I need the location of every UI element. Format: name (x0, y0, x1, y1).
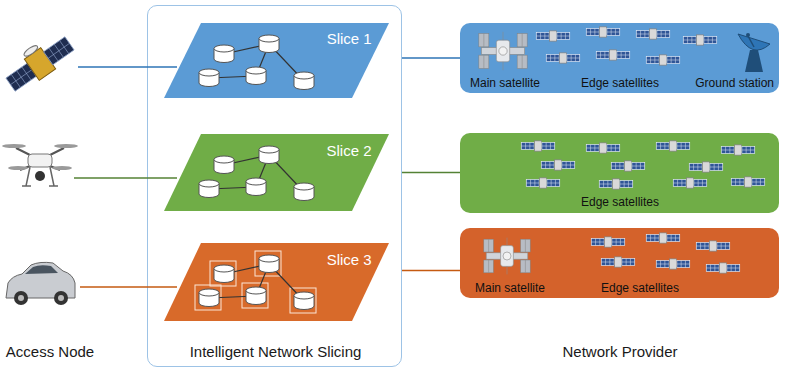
slice-fill (164, 134, 389, 211)
text-holder: Slice 3 (327, 251, 372, 269)
network-slice: Slice 1 (164, 23, 389, 98)
text-holder: Network Provider (562, 343, 677, 361)
car-icon (6, 262, 75, 305)
text-holder: Intelligent Network Slicing (190, 343, 362, 361)
section-label: Network Provider (562, 343, 677, 361)
provider-box: Edge satellites (460, 133, 779, 213)
node-label: Main satellite (475, 281, 545, 295)
text-holder: Edge satellites (581, 76, 659, 90)
drone-icon (2, 144, 78, 186)
node-label: Edge satellites (581, 76, 659, 90)
slice-fill (164, 243, 389, 321)
main-satellite-icon (479, 32, 527, 70)
provider-box: Main satellite Edge satellites (460, 228, 779, 298)
text-holder: Main satellite (475, 281, 545, 295)
text-holder: Ground station (695, 76, 774, 90)
access-link (74, 67, 177, 287)
node-label: Ground station (695, 76, 774, 90)
node-label: Intelligent Network Slicing (190, 343, 362, 361)
edge-satellite-icons (521, 141, 764, 189)
edge-satellite-icons (536, 27, 716, 65)
provider-box: Main satellite Edge satellites Ground stat… (460, 23, 779, 93)
section-label: Access Node (6, 343, 94, 361)
text-holder: Main satellite (470, 76, 540, 90)
ground-station-icon (738, 33, 770, 72)
slice-label: Slice 2 (326, 142, 371, 160)
edge-satellite-icons (591, 233, 739, 273)
slice-label: Slice 1 (327, 30, 372, 48)
node-label: Edge satellites (601, 281, 679, 295)
network-slice: Slice 2 (164, 134, 389, 211)
text-holder: Slice 2 (326, 142, 371, 160)
node-label: Main satellite (470, 76, 540, 90)
node-label: Edge satellites (581, 195, 659, 209)
text-holder: Access Node (6, 343, 94, 361)
main-satellite-icon (484, 238, 530, 275)
network-slice: Slice 3 (164, 243, 389, 321)
text-holder: Edge satellites (581, 195, 659, 209)
slicing-frame: Slice 1 Slice 2 Slice 3 Intelligent Network… (147, 5, 402, 367)
slice-fill (164, 23, 389, 98)
text-holder: Edge satellites (601, 281, 679, 295)
text-holder: Slice 1 (327, 30, 372, 48)
satellite-icon (0, 28, 77, 96)
slice-label: Slice 3 (327, 251, 372, 269)
slice-graph (195, 35, 316, 313)
